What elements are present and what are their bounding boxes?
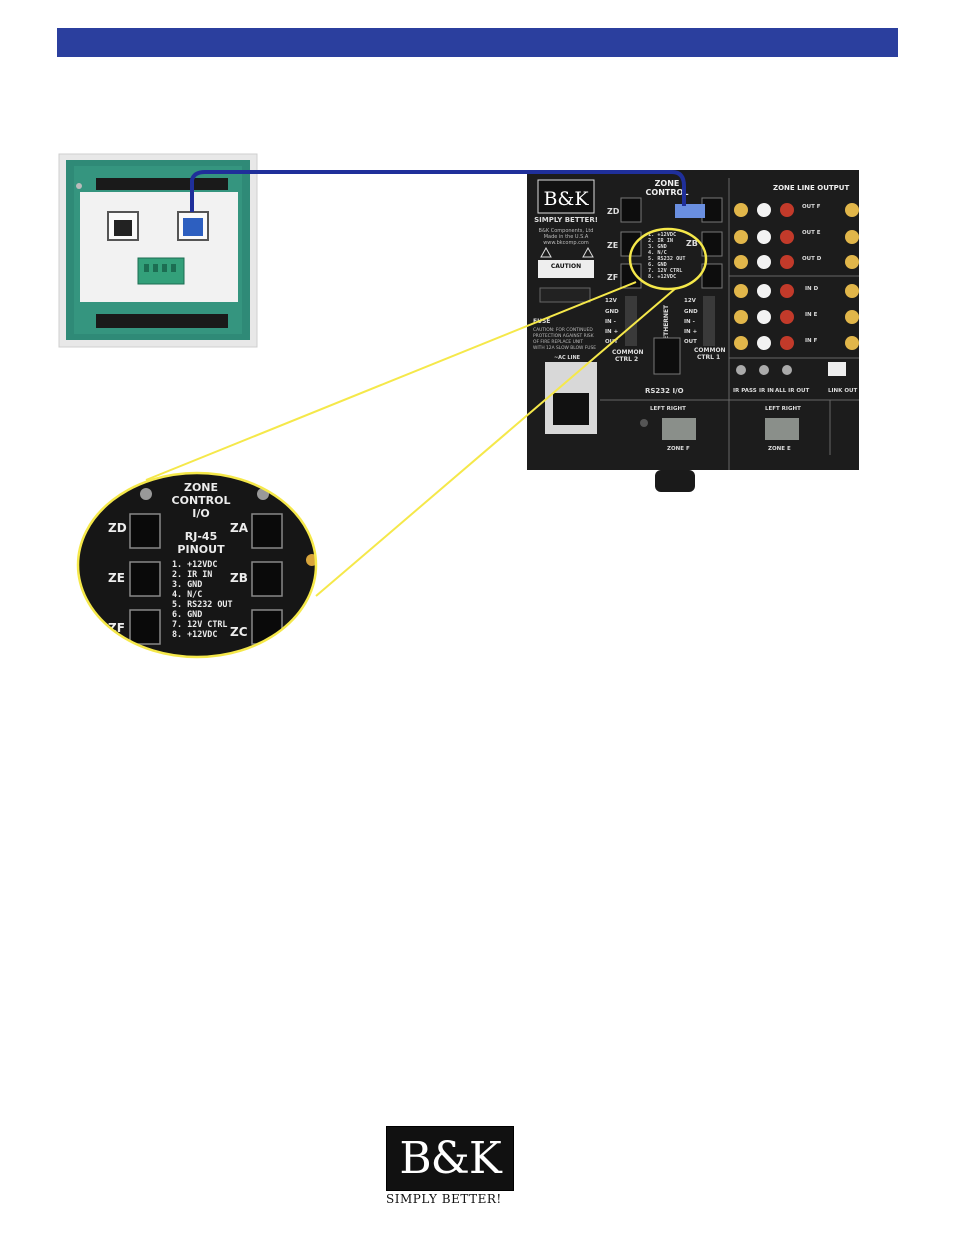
ctrl1-12v: 12V [684, 298, 697, 304]
logo-tagline: SIMPLY BETTER! [386, 1192, 502, 1206]
ethernet-label: ETHERNET [663, 304, 670, 340]
zone-f-lr: LEFT RIGHT [650, 406, 686, 412]
zoom-pin-3: 3. GND [172, 579, 202, 589]
logo-text: B&K [399, 1133, 501, 1184]
panel-pin-6: 6. GND [648, 262, 667, 268]
zone-f-label: ZONE F [667, 446, 690, 452]
rs232-label: RS232 I/O [645, 387, 684, 395]
zoom-pin-8: 8. +12VDC [172, 629, 217, 639]
ctrl1-gnd: GND [684, 309, 698, 315]
ctrl1-in-plus: IN + [684, 329, 698, 335]
common-ctrl2-l2: CTRL 2 [615, 356, 638, 363]
out-f: OUT F [802, 204, 821, 210]
panel-pin-2: 2. IR IN [648, 238, 673, 244]
all-ir-out: ALL IR OUT [775, 388, 810, 394]
panel-jack-zb: ZB [686, 239, 698, 248]
zoom-pin-5: 5. RS232 OUT [172, 599, 233, 609]
ctrl2-12v: 12V [605, 298, 618, 304]
zone-line-output-label: ZONE LINE OUTPUT [773, 184, 849, 192]
zoom-pin-1: 1. +12VDC [172, 559, 217, 569]
panel-caution: CAUTION [551, 263, 581, 270]
rca-jacks [734, 203, 859, 375]
panel-pin-1: 1. +12VDC [648, 232, 676, 238]
zone-e-label: ZONE E [768, 446, 791, 452]
zoom-pinout-title: PINOUT [177, 543, 225, 556]
fuse-line-4: WITH 12A SLOW BLOW FUSE [533, 345, 596, 351]
callout-zoom-ring [76, 471, 318, 659]
panel-pin-7: 7. 12V CTRL [648, 268, 682, 274]
zoom-jack-zd: ZD [108, 521, 127, 535]
in-f: IN F [805, 338, 818, 344]
panel-pin-4: 4. N/C [648, 250, 667, 256]
ctrl2-in-minus: IN - [605, 319, 616, 325]
panel-jack-ze: ZE [607, 241, 618, 250]
zoom-title-io: I/O [192, 507, 209, 520]
fuse-line-3: OF FIRE REPLACE UNIT [533, 339, 583, 345]
panel-brand: B&K [543, 188, 589, 210]
ctrl1-in-minus: IN - [684, 319, 695, 325]
panel-maker-3: www.bkcomp.com [543, 240, 589, 246]
common-ctrl1-l2: CTRL 1 [697, 354, 720, 361]
fuse-line-1: CAUTION: FOR CONTINUED [533, 327, 593, 333]
panel-zone-label: ZONE [655, 179, 680, 188]
zone-e-lr: LEFT RIGHT [765, 406, 801, 412]
in-d: IN D [805, 286, 819, 292]
zoom-pin-4: 4. N/C [172, 589, 202, 599]
zoom-pin-6: 6. GND [172, 609, 202, 619]
panel-jack-zf: ZF [607, 273, 618, 282]
zoom-title-control: CONTROL [172, 494, 231, 507]
common-ctrl2-l1: COMMON [612, 349, 644, 356]
brand-logo: B&K [386, 1126, 514, 1191]
ctrl1-out: OUT [684, 339, 697, 345]
zoom-detail: ZD ZE ZF ZA ZB ZC ZONE CONTROL I/O RJ-45… [76, 471, 318, 659]
ir-pass: IR PASS [733, 388, 757, 394]
panel-control-label: CONTROL [646, 188, 689, 197]
header-bar [57, 28, 898, 57]
zoom-title-zone: ZONE [184, 481, 218, 494]
wall-plate-photo [58, 153, 258, 348]
panel-pin-3: 3. GND [648, 244, 667, 250]
zoom-pinout-rj45: RJ-45 [185, 530, 217, 543]
zoom-jack-ze: ZE [108, 571, 125, 585]
panel-pin-5: 5. RS232 OUT [648, 256, 685, 262]
link-out: LINK OUT [828, 388, 857, 394]
ac-line-label: ~AC LINE [554, 355, 581, 361]
callout-line-lower [315, 287, 677, 597]
cat5-cable [190, 170, 686, 212]
zoom-jack-zc: ZC [230, 625, 248, 639]
callout-small-circle [628, 227, 708, 291]
fuse-line-2: PROTECTION AGAINST RISK [533, 333, 594, 339]
out-e: OUT E [802, 230, 821, 236]
zoom-jack-za: ZA [230, 521, 249, 535]
out-d: OUT D [802, 256, 822, 262]
connection-diagram: B&K SIMPLY BETTER! B&K Components, Ltd M… [58, 153, 859, 659]
panel-maker-2: Made in the U.S.A [544, 234, 589, 240]
panel-jack-zd: ZD [607, 207, 620, 216]
zoom-jack-zb: ZB [230, 571, 248, 585]
fuse-title: FUSE [533, 318, 550, 325]
common-ctrl1-l1: COMMON [694, 347, 726, 354]
in-e: IN E [805, 312, 818, 318]
ctrl2-in-plus: IN + [605, 329, 619, 335]
ctrl2-gnd: GND [605, 309, 619, 315]
receiver-rear-panel: B&K SIMPLY BETTER! B&K Components, Ltd M… [527, 170, 859, 492]
zoom-pin-7: 7. 12V CTRL [172, 619, 227, 629]
callout-line-upper [145, 281, 637, 481]
panel-maker-1: B&K Components, Ltd [539, 228, 594, 234]
panel-pin-8: 8. +12VDC [648, 274, 676, 280]
panel-tagline: SIMPLY BETTER! [534, 216, 598, 224]
ir-in: IR IN [759, 388, 774, 394]
zoom-pin-2: 2. IR IN [172, 569, 212, 579]
